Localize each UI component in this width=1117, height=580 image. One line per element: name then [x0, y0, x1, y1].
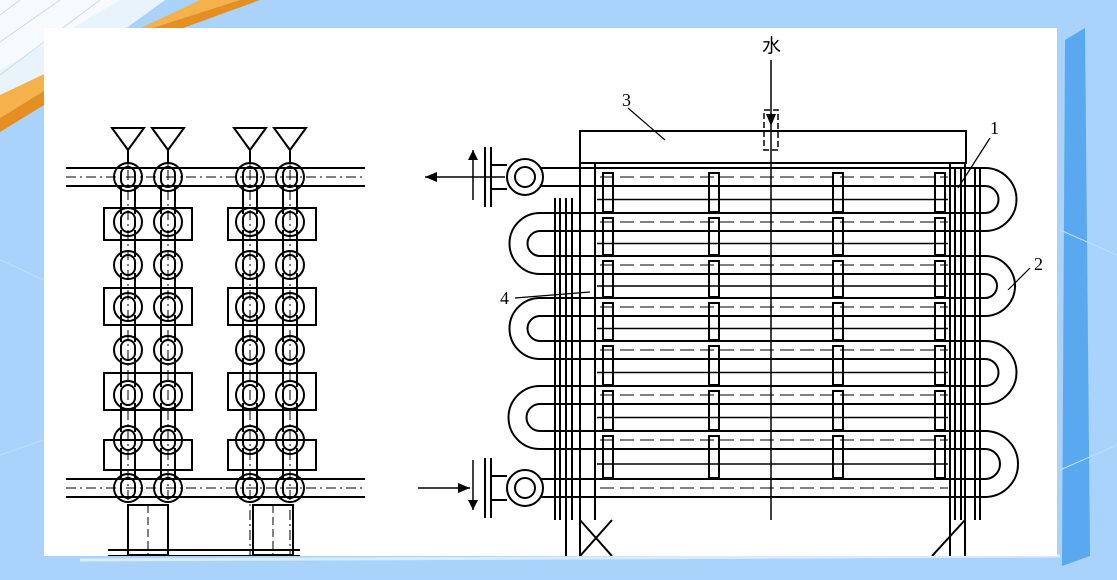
tube-loop [275, 162, 305, 192]
return-bend [984, 167, 1018, 232]
support-bracket [103, 287, 193, 326]
end-view [66, 127, 365, 556]
tube-loop [235, 335, 265, 365]
spacer [832, 345, 844, 386]
return-bend [984, 430, 1019, 498]
spacer [708, 172, 720, 213]
spacer [602, 217, 614, 256]
spacer [708, 390, 720, 431]
return-bend [984, 255, 1016, 317]
return-bend [508, 297, 541, 360]
tube-loop [153, 335, 183, 365]
tube-loop [275, 292, 305, 322]
spacer [708, 345, 720, 386]
funnel [150, 127, 186, 152]
funnel [272, 127, 308, 152]
spacer [832, 260, 844, 298]
water-label: 水 [762, 35, 781, 57]
tube-loop [153, 250, 183, 280]
spacer [934, 345, 946, 386]
tube-loop [113, 473, 143, 503]
spacer [602, 172, 614, 213]
tube-loop [113, 162, 143, 192]
tube-loop [235, 292, 265, 322]
spacer [832, 172, 844, 213]
tube-loop [275, 335, 305, 365]
spacer [602, 260, 614, 298]
spacer [934, 435, 946, 479]
return-bend [984, 340, 1018, 405]
spacer [708, 435, 720, 479]
spacer [602, 345, 614, 386]
spacer [832, 302, 844, 341]
diagram-panel: 水 3 1 2 4 [44, 28, 1057, 556]
spacer [708, 260, 720, 298]
part-label-4: 4 [500, 288, 509, 308]
spacer [832, 390, 844, 431]
spacer [934, 260, 946, 298]
return-bend [508, 212, 541, 275]
tube-loop [113, 250, 143, 280]
tube-loop [113, 292, 143, 322]
support-bracket [103, 372, 193, 411]
support-bracket [103, 439, 193, 471]
tube-loop [153, 292, 183, 322]
spacer [602, 435, 614, 479]
side-view [418, 60, 1031, 556]
spacer [934, 172, 946, 213]
support-bracket [227, 372, 317, 411]
spacer [934, 390, 946, 431]
support-bracket [103, 207, 193, 241]
bottom-line [79, 554, 1061, 562]
spacer [708, 217, 720, 256]
part-label-2: 2 [1034, 254, 1043, 274]
spacer [832, 217, 844, 256]
nozzle [506, 158, 544, 196]
spacer [934, 217, 946, 256]
tube-loop [235, 250, 265, 280]
right-stripe [1062, 28, 1090, 566]
support-bracket [227, 207, 317, 241]
spacer [934, 302, 946, 341]
funnel [110, 127, 146, 152]
spacer [602, 302, 614, 341]
tube-loop [113, 335, 143, 365]
nozzle [506, 469, 544, 507]
tube-loop [275, 250, 305, 280]
part-label-1: 1 [990, 118, 999, 138]
support-bracket [227, 439, 317, 471]
spacer [708, 302, 720, 341]
funnel [232, 127, 268, 152]
spacer [832, 435, 844, 479]
part-label-3: 3 [622, 90, 631, 110]
spacer [602, 390, 614, 431]
tube-loop [235, 473, 265, 503]
tube-loop [153, 162, 183, 192]
support-bracket [227, 287, 317, 326]
tube-loop [275, 473, 305, 503]
return-bend [507, 385, 541, 450]
tube-loop [235, 162, 265, 192]
water-distributor [579, 130, 967, 164]
tube-loop [153, 473, 183, 503]
heat-exchanger-diagram: 水 3 1 2 4 [66, 35, 1043, 556]
